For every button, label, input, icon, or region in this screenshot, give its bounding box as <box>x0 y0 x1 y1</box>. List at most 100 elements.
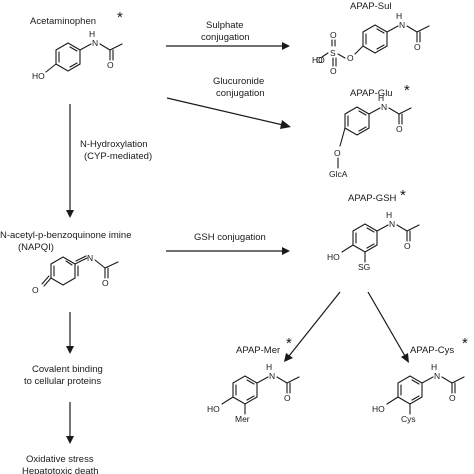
double-bond <box>358 126 367 132</box>
bond <box>368 107 381 115</box>
binding-label-1: Covalent binding <box>32 364 103 375</box>
double-bond <box>366 227 375 233</box>
glucuronide-label-2: conjugation <box>216 88 265 99</box>
apap-mer-structure: APAP-Mer * H N O HO Mer <box>207 335 300 424</box>
double-bond <box>411 395 420 401</box>
n-atom: N <box>92 38 98 48</box>
double-bond <box>246 395 255 401</box>
glca-group: GlcA <box>329 169 348 179</box>
quinone-ring <box>50 256 76 286</box>
o-atom: O <box>102 278 109 288</box>
o-atom: O <box>32 285 39 295</box>
h-atom: H <box>396 11 402 21</box>
acetaminophen-structure: Acetaminophen * H N O HO <box>30 9 123 81</box>
double-bond <box>41 275 50 285</box>
ho-group: HO <box>32 71 45 81</box>
double-bond <box>246 379 255 385</box>
double-bond <box>75 255 87 262</box>
bond <box>99 43 111 51</box>
o-atom: O <box>330 30 337 40</box>
o-atom: O <box>284 393 291 403</box>
o-atom: O <box>404 241 411 251</box>
apap-glu-structure: APAP-Glu * H N O O GlcA <box>329 82 412 179</box>
double-bond <box>69 46 78 52</box>
h-atom: H <box>89 29 95 39</box>
apap-sul-structure: APAP-Sul H N O O S O O O HO <box>312 1 430 76</box>
binding-label-2: to cellular proteins <box>24 376 101 387</box>
hydroxylation-label-2: (CYP-mediated) <box>84 151 152 162</box>
n-atom: N <box>269 371 275 381</box>
o-atom: O <box>414 42 421 52</box>
h-atom: H <box>378 93 384 103</box>
acetaminophen-asterisk: * <box>117 9 123 26</box>
glucuronide-arrow <box>166 97 291 129</box>
apap-gsh-structure: APAP-GSH * H N O HO SG <box>327 187 420 272</box>
bond <box>406 25 418 33</box>
sg-group: SG <box>358 262 370 272</box>
gsh-to-mer-arrow <box>284 291 341 362</box>
o-atom: O <box>347 53 354 63</box>
benzene-ring <box>397 375 423 405</box>
hydroxylation-arrow <box>66 104 74 218</box>
stress-label-1: Oxidative stress <box>26 454 94 465</box>
glucuronide-label-1: Glucuronide <box>213 76 264 87</box>
ho-group: HO <box>372 404 385 414</box>
bond <box>79 43 92 51</box>
n-atom: N <box>399 20 405 30</box>
benzene-ring <box>362 24 388 54</box>
double-bond <box>69 62 78 68</box>
double-bond <box>376 28 385 34</box>
o-atom: O <box>449 393 456 403</box>
bond <box>341 244 354 253</box>
bond <box>416 25 430 33</box>
double-bond <box>65 260 73 266</box>
bond <box>109 43 123 51</box>
apap-mer-asterisk: * <box>286 335 292 352</box>
o-atom: O <box>334 148 341 158</box>
bond <box>441 376 453 384</box>
apap-cys-label: APAP-Cys <box>410 345 454 356</box>
bond <box>406 224 420 232</box>
h-atom: H <box>431 362 437 372</box>
gsh-to-cys-arrow <box>367 291 409 363</box>
bond <box>276 376 288 384</box>
bond <box>398 107 412 115</box>
o-atom: O <box>396 124 403 134</box>
hydroxylation-label-1: N-Hydroxylation <box>80 139 148 150</box>
gsh-arrow <box>166 247 290 255</box>
apap-cys-structure: APAP-Cys * H N O HO Cys <box>372 335 468 424</box>
bond <box>421 376 434 384</box>
bond <box>354 45 364 55</box>
bond <box>337 53 346 59</box>
n-atom: N <box>87 253 93 263</box>
benzene-ring <box>352 223 378 253</box>
apap-cys-asterisk: * <box>462 335 468 352</box>
double-bond <box>411 379 420 385</box>
napqi-label: N-acetyl-p-benzoquinone imine <box>0 230 132 241</box>
napqi-abbreviation: (NAPQI) <box>18 242 54 253</box>
sulphate-label-1: Sulphate <box>206 20 244 31</box>
benzene-ring <box>232 375 258 405</box>
apap-glu-label: APAP-Glu <box>350 88 393 99</box>
apap-gsh-label: APAP-GSH <box>348 193 397 204</box>
bond <box>321 52 329 58</box>
apap-gsh-asterisk: * <box>400 187 406 204</box>
apap-sul-label: APAP-Sul <box>350 1 392 12</box>
bond <box>396 224 408 232</box>
bond <box>286 376 300 384</box>
bond <box>386 396 399 405</box>
bond <box>376 224 389 232</box>
o-atom: O <box>316 55 323 65</box>
o-atom: O <box>107 60 114 70</box>
napqi-to-binding-arrow <box>66 312 74 354</box>
bond <box>256 376 269 384</box>
n-atom: N <box>389 219 395 229</box>
binding-to-stress-arrow <box>66 402 74 444</box>
bond <box>74 257 88 265</box>
napqi-structure: N-acetyl-p-benzoquinone imine (NAPQI) N … <box>0 230 132 295</box>
cys-group: Cys <box>401 414 416 424</box>
s-atom: S <box>330 48 336 58</box>
apap-mer-label: APAP-Mer <box>236 345 280 356</box>
